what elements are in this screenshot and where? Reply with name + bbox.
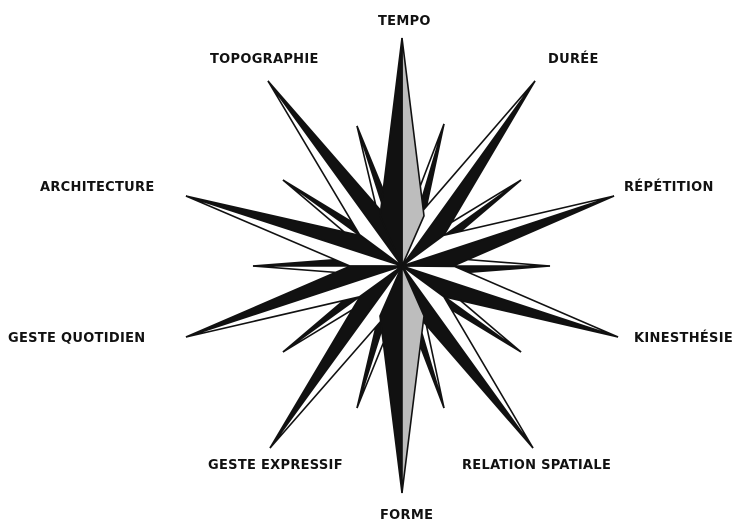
label-topographie: TOPOGRAPHIE — [210, 52, 319, 68]
label-kinesthesie: KINESTHÉSIE — [634, 331, 733, 347]
label-geste-quotidien: GESTE QUOTIDIEN — [8, 331, 145, 347]
label-duree: DURÉE — [548, 52, 599, 68]
label-architecture: ARCHITECTURE — [40, 180, 155, 196]
compass-rays — [186, 38, 618, 493]
label-repetition: RÉPÉTITION — [624, 180, 714, 196]
label-tempo: TEMPO — [378, 14, 431, 30]
label-geste-expressif: GESTE EXPRESSIF — [208, 458, 343, 474]
label-relation-spatiale: RELATION SPATIALE — [462, 458, 611, 474]
label-forme: FORME — [380, 508, 433, 524]
